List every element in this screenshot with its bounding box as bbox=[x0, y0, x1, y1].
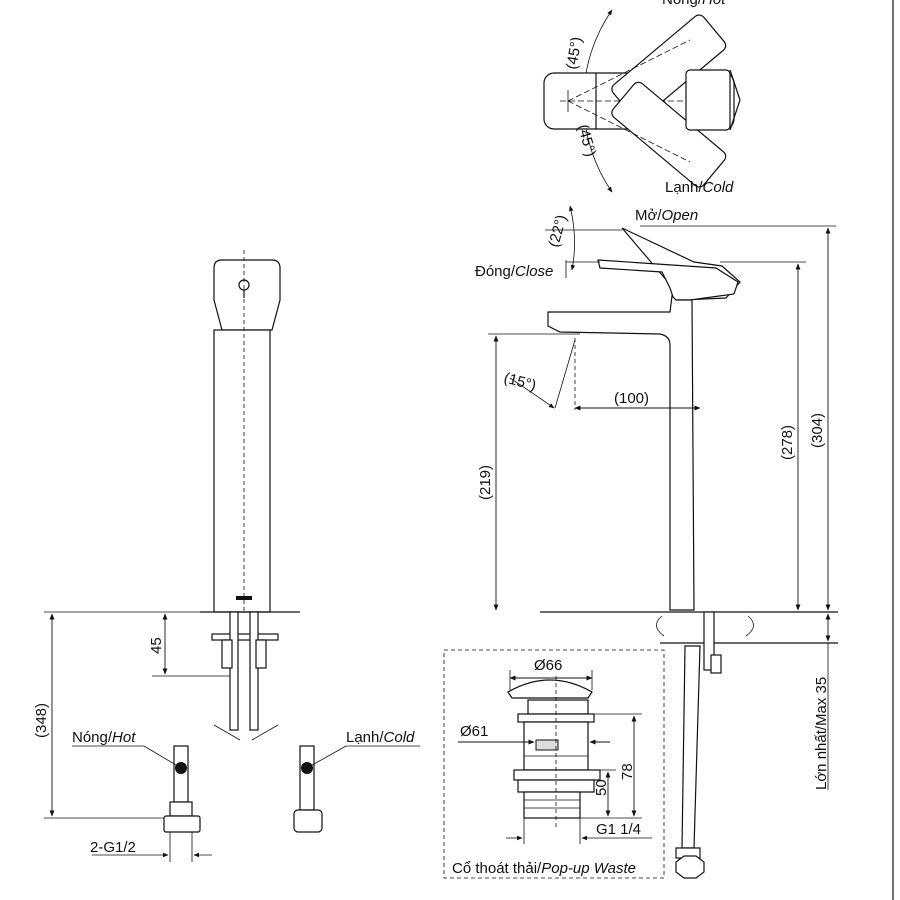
side-view-faucet bbox=[540, 227, 838, 879]
dim-78: 78 bbox=[619, 763, 636, 780]
g1-label: G1 1/4 bbox=[596, 821, 641, 838]
cold-left-label: Lạnh/Cold bbox=[346, 729, 415, 746]
angle-45-a: (45°) bbox=[563, 36, 585, 71]
waste-label: Cổ thoát thải/Pop-up Waste bbox=[452, 860, 636, 877]
thread-label: 2-G1/2 bbox=[90, 839, 136, 856]
angle-22-label: (22°) bbox=[545, 213, 570, 249]
pop-up-waste bbox=[507, 676, 601, 830]
cold-top-label: Lạnh/Cold bbox=[665, 179, 734, 196]
dim-304: (304) bbox=[809, 413, 826, 448]
angle-15-label: (15°) bbox=[502, 369, 538, 394]
max35-label: Lớn nhất/Max 35 bbox=[813, 677, 830, 790]
open-label: Mở/Open bbox=[635, 207, 698, 224]
top-view-handle bbox=[543, 9, 741, 193]
dim-348: (348) bbox=[33, 703, 50, 738]
close-label: Đóng/Close bbox=[475, 263, 553, 280]
dia-61: Ø61 bbox=[460, 723, 488, 740]
dim-50: 50 bbox=[593, 779, 610, 796]
dia-66: Ø66 bbox=[534, 657, 562, 674]
dim-219: (219) bbox=[477, 465, 494, 500]
dim-278: (278) bbox=[779, 425, 796, 460]
dim-45: 45 bbox=[148, 637, 165, 654]
dim-100: (100) bbox=[614, 390, 649, 407]
hot-left-label: Nóng/Hot bbox=[72, 729, 136, 746]
hot-top-label: Nóng/Hot bbox=[662, 0, 726, 8]
front-view-faucet bbox=[163, 250, 323, 833]
